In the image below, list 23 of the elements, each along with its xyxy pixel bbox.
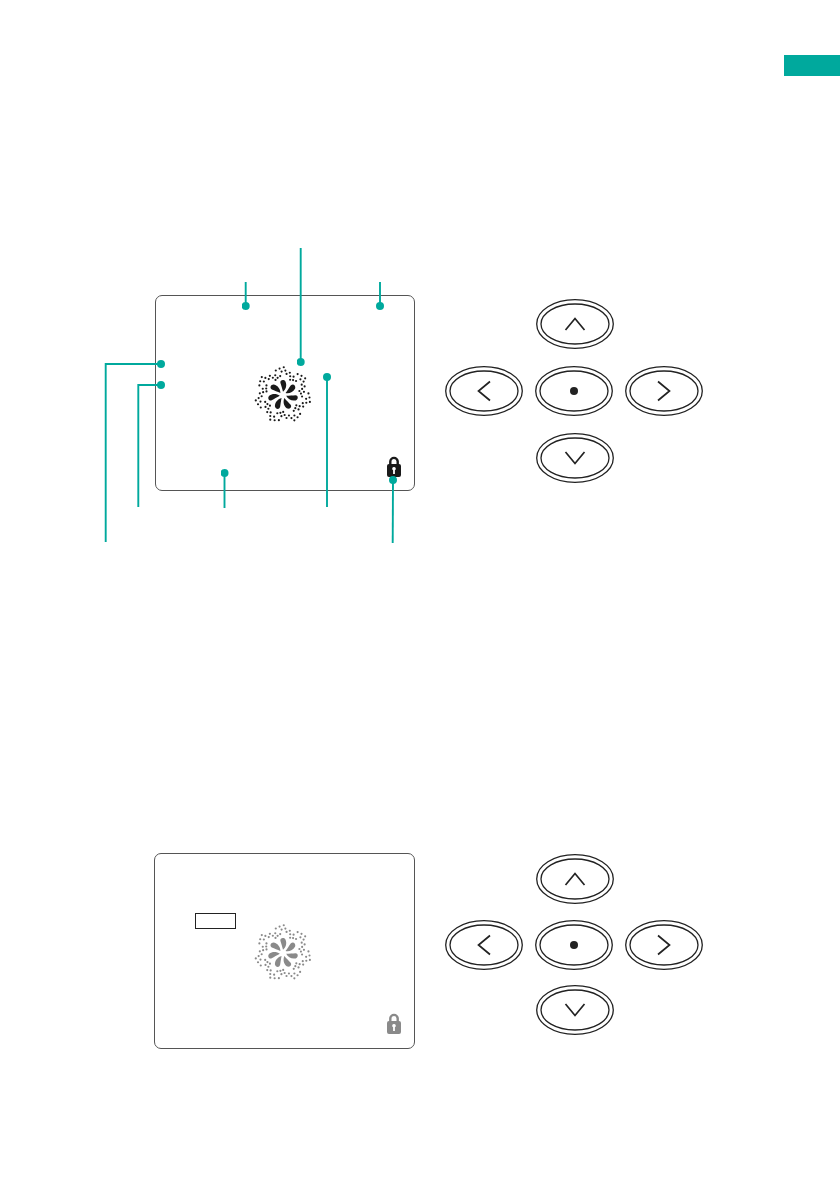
leader-line bbox=[296, 247, 305, 366]
lock-icon bbox=[387, 455, 401, 477]
down-button bbox=[536, 433, 614, 483]
right-button bbox=[625, 920, 703, 970]
center-button bbox=[535, 366, 613, 416]
leader-line bbox=[220, 469, 229, 509]
up-button bbox=[536, 299, 614, 349]
left-button bbox=[445, 920, 523, 970]
leader-line bbox=[137, 381, 165, 508]
leader-line bbox=[323, 373, 331, 508]
selection-frame bbox=[195, 913, 236, 929]
left-button bbox=[445, 366, 523, 416]
down-button bbox=[536, 985, 614, 1035]
up-button bbox=[536, 854, 614, 904]
center-button bbox=[535, 920, 613, 970]
leader-line bbox=[104, 360, 165, 543]
leader-line bbox=[389, 476, 397, 544]
leader-line bbox=[241, 281, 250, 310]
lock-icon bbox=[387, 1012, 401, 1034]
leader-line bbox=[376, 281, 384, 310]
right-button bbox=[625, 366, 703, 416]
display-screen bbox=[154, 853, 415, 1049]
display-screen bbox=[155, 295, 415, 491]
